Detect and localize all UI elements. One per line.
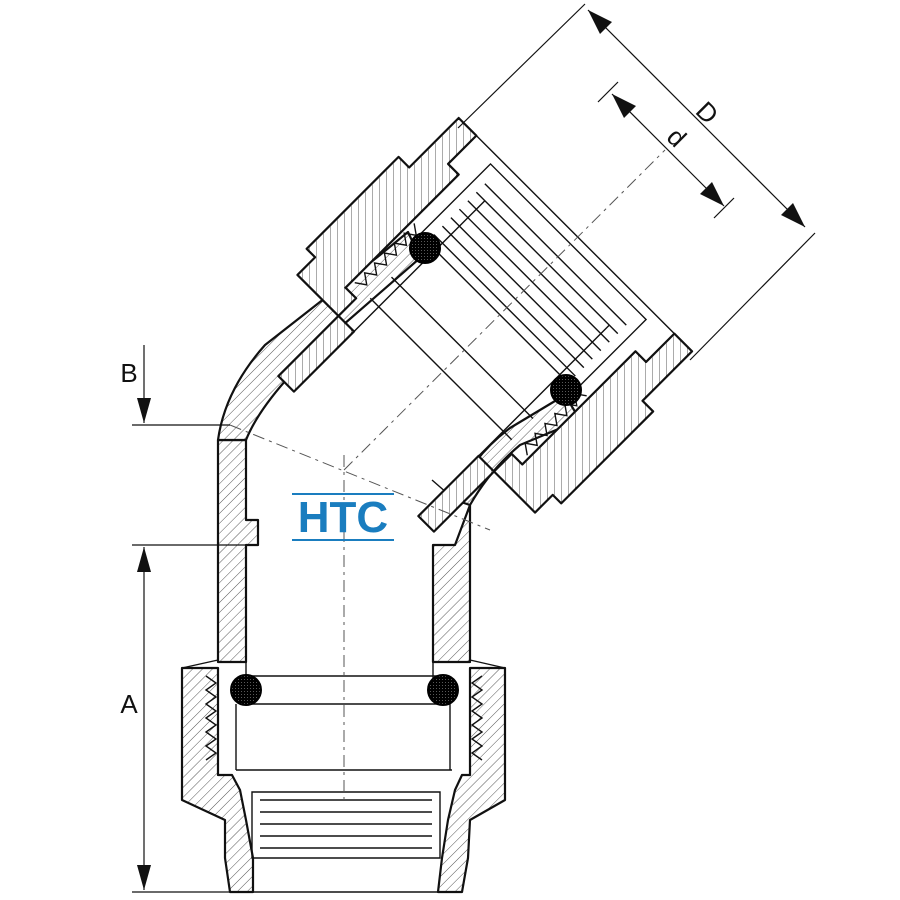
centerline-diagonal: [343, 149, 666, 471]
dimension-B-label: B: [120, 358, 137, 388]
dimension-d: [597, 81, 735, 219]
dimension-B: [132, 345, 230, 426]
dimension-A: [132, 544, 246, 893]
centerline-cross: [229, 424, 491, 531]
o-ring-lower-left: [230, 674, 262, 706]
o-ring-upper-left: [409, 232, 441, 264]
dimension-D-label: D: [690, 95, 724, 129]
dimension-A-label: A: [120, 689, 138, 719]
thread-lower-right: [470, 675, 484, 761]
logo-text: HTC: [298, 493, 388, 542]
upper-body-section: [277, 116, 694, 533]
o-ring-lower-right: [427, 674, 459, 706]
dimension-D: [457, 3, 816, 361]
htc-logo: HTC: [292, 493, 394, 542]
lower-body-section: [180, 438, 507, 894]
thread-lower-left: [204, 675, 218, 761]
o-ring-upper-right: [550, 374, 582, 406]
